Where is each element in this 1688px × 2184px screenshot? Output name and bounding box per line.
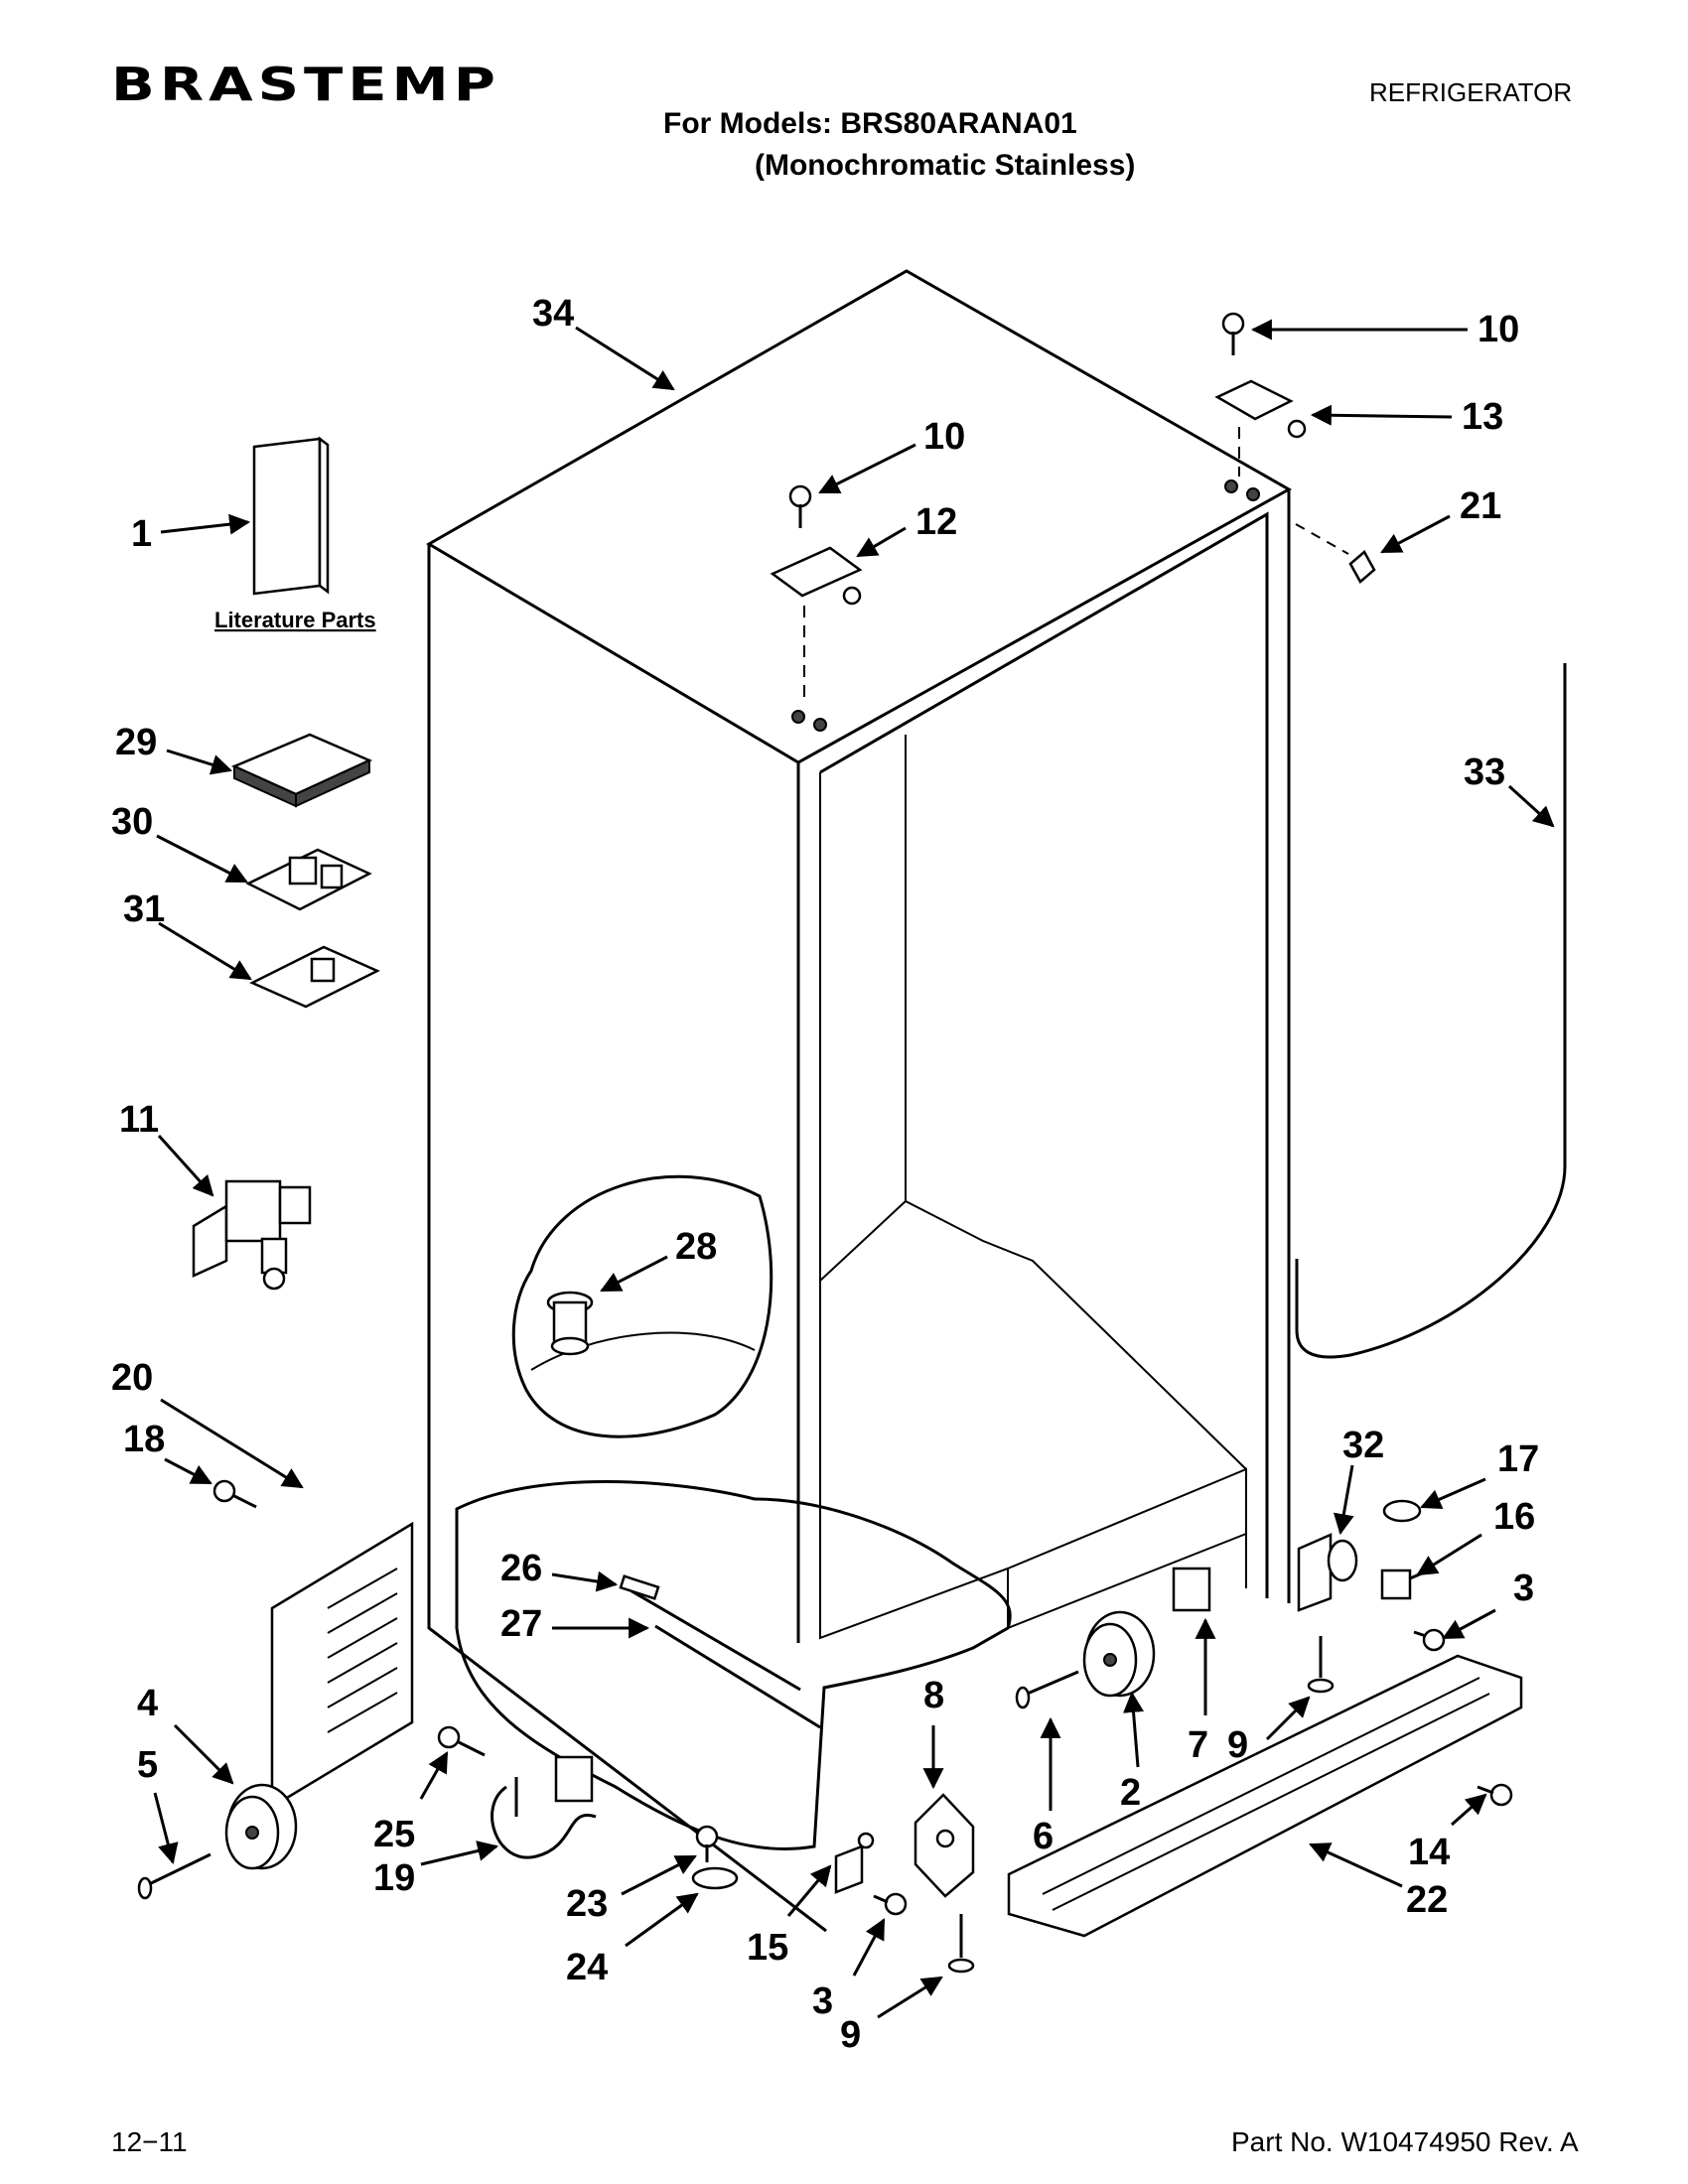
axle-6: [1015, 1670, 1079, 1709]
control-board: [249, 945, 380, 1009]
drain-trap-19: [491, 1755, 597, 1859]
callout-33: 33: [1464, 751, 1505, 793]
screw-10-center: [788, 484, 812, 528]
drain-plug: [546, 1291, 594, 1356]
clip-21: [1295, 523, 1376, 584]
finish-line: (Monochromatic Stainless): [755, 149, 1136, 182]
rear-roller-4: [224, 1783, 298, 1870]
hinge-bracket-8: [914, 1793, 975, 1898]
literature-parts-caption: Literature Parts: [214, 608, 376, 632]
callout-26: 26: [500, 1548, 542, 1589]
screw-3-left: [873, 1892, 908, 1916]
control-cover: [230, 733, 373, 808]
footer-part-number: Part No. W10474950 Rev. A: [1231, 2126, 1579, 2157]
callout-7: 7: [1188, 1724, 1208, 1766]
power-board: [245, 848, 372, 911]
water-line-tube: [1295, 663, 1567, 1359]
callout-16: 16: [1493, 1496, 1535, 1538]
callout-28: 28: [675, 1226, 717, 1268]
callout-25: 25: [373, 1814, 415, 1855]
rear-access-panel: [270, 1521, 414, 1810]
callout-4: 4: [137, 1683, 158, 1724]
callout-9-left: 9: [840, 2014, 861, 2056]
document-type: REFRIGERATOR: [1369, 77, 1573, 107]
callout-labels: 34 10 10 13 12 21 1 Literature Parts 29 …: [111, 293, 1539, 2056]
leveler-9-left: [947, 1914, 975, 1974]
bracket-15: [834, 1832, 875, 1894]
screw-25: [437, 1725, 486, 1757]
callout-19: 19: [373, 1857, 415, 1899]
screw-14: [1477, 1783, 1513, 1807]
base-grille: [1007, 1654, 1523, 1938]
water-valve: [192, 1179, 312, 1291]
callout-12: 12: [915, 501, 957, 543]
callout-8: 8: [923, 1675, 944, 1716]
grommet-24: [691, 1866, 739, 1890]
callout-5: 5: [137, 1744, 158, 1786]
screw-23: [695, 1825, 719, 1862]
screw-10-right: [1221, 312, 1245, 355]
callout-11: 11: [119, 1099, 159, 1141]
callout-32: 32: [1342, 1425, 1384, 1466]
callout-17: 17: [1497, 1438, 1539, 1480]
leveler-9-right: [1307, 1636, 1335, 1694]
pin-16: [1380, 1569, 1425, 1600]
callout-15: 15: [747, 1927, 788, 1969]
callout-10-center: 10: [923, 416, 965, 458]
callout-1: 1: [131, 513, 152, 555]
callout-27: 27: [500, 1603, 542, 1645]
callout-3-left: 3: [812, 1980, 833, 2022]
leader-arrows: [153, 319, 1555, 2019]
callout-9-right: 9: [1227, 1724, 1248, 1766]
screw-18: [212, 1479, 257, 1509]
axle-5: [137, 1852, 211, 1900]
drain-tube: [619, 1574, 821, 1729]
callout-21: 21: [1460, 485, 1501, 527]
spacer-7: [1172, 1567, 1211, 1612]
callout-13: 13: [1462, 396, 1503, 438]
cutaway-upper: [511, 1174, 774, 1438]
callout-3-right: 3: [1513, 1568, 1534, 1609]
brand-logo: BRASTEMP: [111, 58, 500, 111]
callout-29: 29: [115, 722, 157, 763]
callout-34: 34: [532, 293, 574, 335]
callout-23: 23: [566, 1883, 608, 1925]
footer-date: 12−11: [111, 2126, 188, 2157]
models-line: For Models: BRS80ARANA01: [663, 107, 1077, 140]
callout-10-right: 10: [1477, 309, 1519, 350]
callout-24: 24: [566, 1947, 608, 1988]
callout-30: 30: [111, 801, 153, 843]
callout-14: 14: [1408, 1832, 1450, 1873]
bracket-17: [1382, 1499, 1422, 1523]
callout-2: 2: [1120, 1772, 1141, 1814]
callout-20: 20: [111, 1357, 153, 1399]
callout-31: 31: [123, 888, 165, 930]
front-roller-2: [1082, 1610, 1156, 1698]
callout-18: 18: [123, 1419, 165, 1460]
lower-hinge-32: [1297, 1533, 1358, 1612]
screw-3-right: [1413, 1628, 1446, 1652]
center-hinge-bracket: [770, 546, 863, 732]
literature-parts-booklet: [252, 436, 330, 596]
callout-22: 22: [1406, 1879, 1448, 1921]
right-hinge-bracket: [1214, 379, 1307, 501]
callout-6: 6: [1033, 1816, 1054, 1857]
cutaway-lower: [455, 1480, 1012, 1850]
